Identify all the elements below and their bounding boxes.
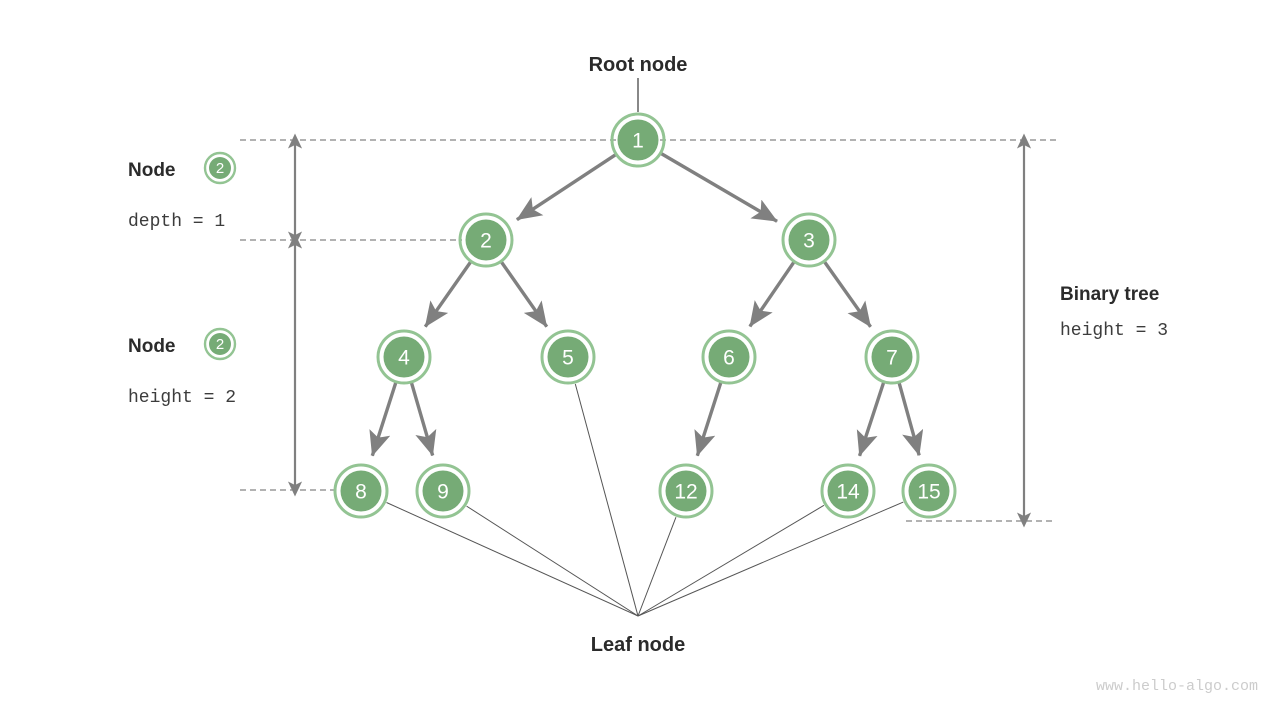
node-circle bbox=[617, 119, 659, 161]
tree-edge-2-4 bbox=[423, 261, 472, 328]
node-circle bbox=[871, 336, 913, 378]
tree-edge-6-12 bbox=[694, 382, 723, 457]
annotation-node-depth-value: depth = 1 bbox=[128, 212, 225, 232]
tree-node-1[interactable]: 1 bbox=[610, 112, 666, 168]
node-ring bbox=[864, 329, 920, 385]
node-value: 1 bbox=[632, 130, 644, 153]
tree-edge-3-6 bbox=[748, 261, 796, 328]
node-value: 2 bbox=[480, 230, 492, 253]
node-circle bbox=[383, 336, 425, 378]
node-circle bbox=[209, 157, 231, 179]
node-value: 8 bbox=[355, 481, 367, 504]
node-value: 4 bbox=[398, 347, 410, 370]
tree-node-2[interactable]: 2 bbox=[203, 151, 237, 185]
node-ring bbox=[658, 463, 714, 519]
tree-edge-2-5 bbox=[500, 261, 549, 328]
node-circle bbox=[547, 336, 589, 378]
node-value: 7 bbox=[886, 347, 898, 370]
node-circle bbox=[665, 470, 707, 512]
tree-node-12[interactable]: 12 bbox=[658, 463, 714, 519]
node-circle bbox=[788, 219, 830, 261]
tree-node-2[interactable]: 2 bbox=[203, 327, 237, 361]
node-value: 14 bbox=[836, 481, 860, 504]
tree-edge-3-7 bbox=[823, 261, 872, 328]
dimension-arrows-group bbox=[287, 133, 1032, 528]
annotation-binary-tree-title: Binary tree bbox=[1060, 284, 1159, 305]
leaf-leader-line-15 bbox=[637, 501, 904, 617]
tree-edge-4-9 bbox=[409, 382, 437, 457]
leaf-node-label: Leaf node bbox=[591, 634, 685, 656]
tree-node-6[interactable]: 6 bbox=[701, 329, 757, 385]
node-circle bbox=[908, 470, 950, 512]
tree-edges-group bbox=[369, 152, 924, 457]
root-node-label: Root node bbox=[589, 54, 688, 76]
tree-node-8[interactable]: 8 bbox=[333, 463, 389, 519]
annotation-node-depth-title: Node bbox=[128, 160, 176, 181]
node-circle bbox=[465, 219, 507, 261]
node-value: 5 bbox=[562, 347, 574, 370]
annotation-node-depth-badge: 2 bbox=[203, 151, 237, 185]
node-circle bbox=[827, 470, 869, 512]
node-ring bbox=[820, 463, 876, 519]
annotation-binary-tree-height: Binary tree height = 3 bbox=[1060, 284, 1168, 341]
tree-node-14[interactable]: 14 bbox=[820, 463, 876, 519]
node-ring bbox=[701, 329, 757, 385]
tree-node-2[interactable]: 2 bbox=[458, 212, 514, 268]
tree-node-15[interactable]: 15 bbox=[901, 463, 957, 519]
annotation-node-height-value: height = 2 bbox=[128, 388, 236, 408]
leaf-leader-line-8 bbox=[386, 502, 639, 617]
tree-edge-7-14 bbox=[856, 382, 886, 457]
annotation-node-height-title: Node bbox=[128, 336, 176, 357]
leaf-leader-line-14 bbox=[637, 504, 825, 617]
tree-edge-4-8 bbox=[369, 382, 398, 457]
leaf-leader-line-12 bbox=[637, 516, 677, 617]
node-ring bbox=[203, 151, 237, 185]
watermark: www.hello-algo.com bbox=[1096, 678, 1258, 695]
annotation-node-depth: Node 2 depth = 1 bbox=[128, 151, 237, 232]
node-ring bbox=[610, 112, 666, 168]
node-ring bbox=[458, 212, 514, 268]
tree-node-3[interactable]: 3 bbox=[781, 212, 837, 268]
node-value: 15 bbox=[917, 481, 940, 504]
tree-edge-7-15 bbox=[897, 382, 924, 456]
leaf-leader-lines-group bbox=[386, 383, 904, 617]
tree-node-4[interactable]: 4 bbox=[376, 329, 432, 385]
node-value: 2 bbox=[216, 336, 224, 353]
tree-edge-1-3 bbox=[660, 152, 778, 223]
node-value: 12 bbox=[674, 481, 697, 504]
node-ring bbox=[781, 212, 837, 268]
node-ring bbox=[901, 463, 957, 519]
node-circle bbox=[209, 333, 231, 355]
tree-node-7[interactable]: 7 bbox=[864, 329, 920, 385]
node-ring bbox=[203, 327, 237, 361]
node-circle bbox=[422, 470, 464, 512]
node-value: 9 bbox=[437, 481, 449, 504]
node-value: 6 bbox=[723, 347, 735, 370]
node-circle bbox=[708, 336, 750, 378]
tree-node-5[interactable]: 5 bbox=[540, 329, 596, 385]
annotation-node-height: Node 2 height = 2 bbox=[128, 327, 237, 408]
node-ring bbox=[376, 329, 432, 385]
tree-edge-1-2 bbox=[515, 153, 617, 222]
annotation-binary-tree-value: height = 3 bbox=[1060, 321, 1168, 341]
node-value: 2 bbox=[216, 160, 224, 177]
leaf-leader-line-9 bbox=[466, 505, 639, 617]
annotation-node-height-badge: 2 bbox=[203, 327, 237, 361]
node-ring bbox=[333, 463, 389, 519]
node-ring bbox=[540, 329, 596, 385]
node-value: 3 bbox=[803, 230, 815, 253]
leaf-leader-line-5 bbox=[574, 383, 639, 617]
tree-node-9[interactable]: 9 bbox=[415, 463, 471, 519]
node-circle bbox=[340, 470, 382, 512]
node-ring bbox=[415, 463, 471, 519]
